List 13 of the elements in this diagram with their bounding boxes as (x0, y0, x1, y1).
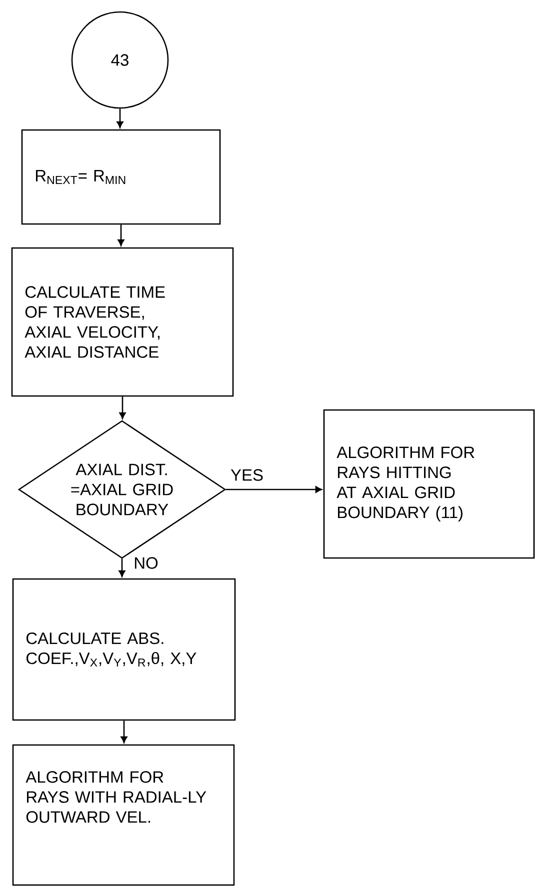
process-box: R$_{NEXT}$= R$_{MIN}$ (21, 129, 221, 225)
arrow (226, 486, 322, 493)
edge-label: YES (230, 468, 264, 482)
edge-label: NO (132, 556, 160, 570)
arrow (118, 558, 126, 577)
arrow (120, 720, 128, 743)
process-box: ALGORITHM FOR RAYS WITH RADIAL-LY OUTWARD VEL. (12, 744, 235, 886)
process-box: ALGORITHM FOR RAYS HITTING AT AXIAL GRID BOUNDARY (11) (323, 409, 535, 559)
arrow (119, 396, 126, 419)
arrow (116, 108, 124, 128)
arrow (118, 224, 124, 246)
process-box: CALCULATE ABS. COEF.,V$_{X}$,V$_{Y}$,V$_{R}$,θ, X,Y (12, 578, 236, 721)
process-box: CALCULATE TIME OF TRAVERSE, AXIAL VELOCITY, AXIAL DISTANCE (11, 247, 234, 397)
